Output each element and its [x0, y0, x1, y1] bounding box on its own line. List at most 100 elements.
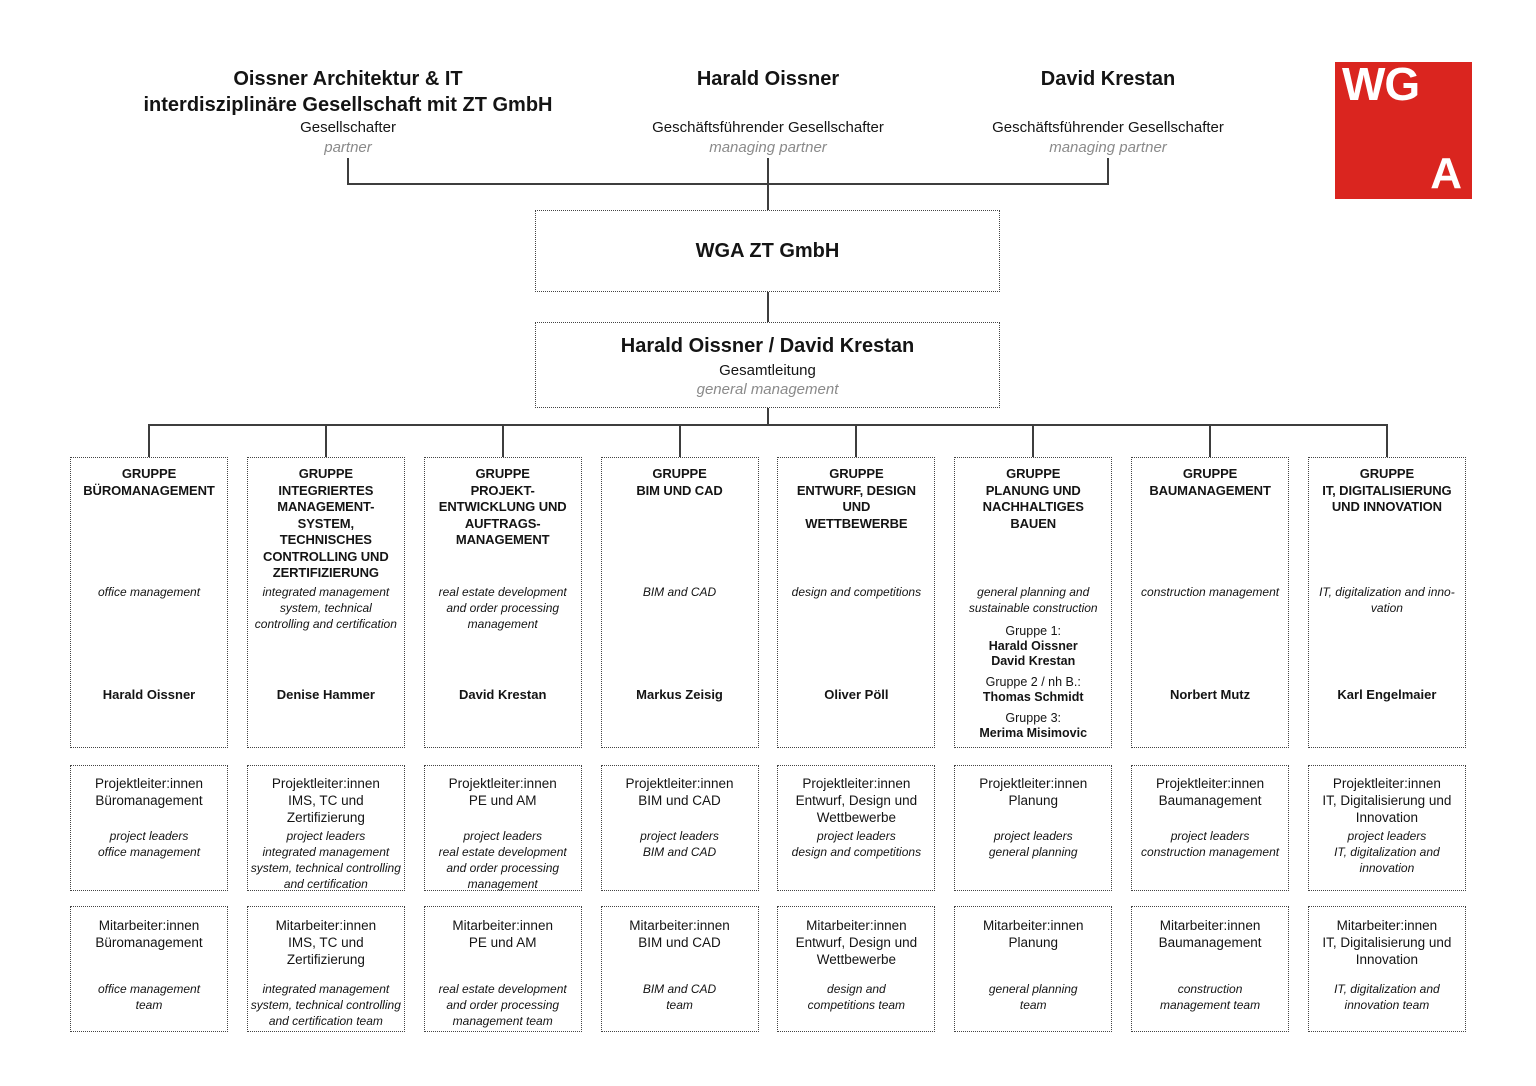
team-box-4: Mitarbeiter:innen BIM und CAD BIM and CAD… — [600, 906, 759, 1032]
group-title: GRUPPE INTEGRIERTES MANAGEMENT- SYSTEM, … — [263, 466, 389, 580]
group-box-8: GRUPPE IT, DIGITALISIERUNG UND INNOVATIO… — [1307, 457, 1466, 748]
project-leaders-box-2: Projektleiter:innen IMS, TC und Zertifiz… — [246, 765, 405, 891]
project-leaders-title: Projektleiter:innen Planung — [979, 776, 1088, 808]
team-subtitle-en: design and competitions team — [807, 982, 906, 1012]
project-leaders-subtitle-en: project leaders construction management — [1141, 829, 1280, 859]
project-leaders-subtitle-en: project leaders IT, digitalization and i… — [1334, 829, 1440, 875]
group-drop-line — [148, 424, 150, 457]
group-box-3: GRUPPE PROJEKT- ENTWICKLUNG UND AUFTRAGS… — [423, 457, 582, 748]
project-leaders-title: Projektleiter:innen Büromanagement — [94, 776, 204, 808]
subgroup-label: Gruppe 3: — [1005, 711, 1062, 725]
connector-partner-stub — [347, 158, 349, 185]
group-drop-line — [855, 424, 858, 457]
project-leaders-title: Projektleiter:innen Baumanagement — [1156, 776, 1265, 808]
group-drop-line — [324, 424, 327, 457]
group-drop-line — [501, 424, 504, 457]
group-title: GRUPPE PLANUNG UND NACHHALTIGES BAUEN — [982, 466, 1084, 531]
managing-partner-1-name: Harald Oissner — [696, 68, 840, 90]
subgroup-leaders: Merima Misimovic — [979, 726, 1088, 740]
team-subtitle-en: construction management team — [1160, 982, 1261, 1012]
team-title: Mitarbeiter:innen IT, Digitalisierung un… — [1322, 918, 1452, 967]
partner-entity: Oissner Architektur & IT interdisziplinä… — [98, 66, 598, 166]
group-subtitle-en: IT, digitalization and inno- vation — [1319, 585, 1455, 615]
connector-management-to-bus — [767, 408, 769, 426]
management-names: Harald Oissner / David Krestan — [620, 335, 915, 357]
project-leaders-box-1: Projektleiter:innen Büromanagement projec… — [70, 765, 228, 891]
connector-company-to-management — [767, 292, 769, 322]
group-leader-name: Karl Engelmaier — [1337, 687, 1437, 702]
connector-david-stub — [1107, 158, 1109, 185]
subgroup-leaders: Harald Oissner David Krestan — [988, 639, 1078, 668]
managing-partner-entity-2: David Krestan Geschäftsführender Gesells… — [908, 66, 1308, 166]
project-leaders-title: Projektleiter:innen PE und AM — [448, 776, 557, 808]
group-subtitle-en: office management — [97, 585, 201, 599]
project-leaders-box-6: Projektleiter:innen Planung project leade… — [954, 765, 1113, 891]
team-title: Mitarbeiter:innen IMS, TC und Zertifizie… — [275, 918, 377, 967]
managing-partner-1-role-en: managing partner — [709, 139, 827, 156]
project-leaders-title: Projektleiter:innen IT, Digitalisierung … — [1322, 776, 1452, 825]
teams-row: Mitarbeiter:innen Büromanagement office m… — [70, 906, 1466, 1032]
project-leaders-subtitle-en: project leaders office management — [97, 829, 201, 859]
group-title: GRUPPE ENTWURF, DESIGN UND WETTBEWERBE — [796, 466, 916, 531]
subgroup-label: Gruppe 1: — [1005, 624, 1062, 638]
team-box-8: Mitarbeiter:innen IT, Digitalisierung un… — [1307, 906, 1466, 1032]
group-box-2: GRUPPE INTEGRIERTES MANAGEMENT- SYSTEM, … — [246, 457, 405, 748]
project-leaders-box-5: Projektleiter:innen Entwurf, Design und … — [777, 765, 936, 891]
group-drop-line — [1386, 424, 1388, 457]
group-drop-line — [1209, 424, 1212, 457]
team-title: Mitarbeiter:innen BIM und CAD — [629, 918, 730, 950]
group-leader-name: David Krestan — [458, 687, 547, 702]
team-subtitle-en: integrated management system, technical … — [250, 982, 401, 1028]
management-role-de: Gesamtleitung — [719, 362, 816, 379]
management-role-en: general management — [696, 381, 839, 398]
team-box-2: Mitarbeiter:innen IMS, TC und Zertifizie… — [246, 906, 405, 1032]
group-drop-line — [678, 424, 681, 457]
group-title: GRUPPE PROJEKT- ENTWICKLUNG UND AUFTRAGS… — [438, 466, 567, 547]
team-subtitle-en: BIM and CAD team — [642, 982, 717, 1012]
company-box: WGA ZT GmbH — [535, 210, 1000, 292]
group-leader-name: Denise Hammer — [276, 687, 375, 702]
group-subtitle-en: integrated management system, technical … — [254, 585, 397, 631]
group-leader-name: Oliver Pöll — [824, 687, 889, 702]
project-leaders-title: Projektleiter:innen IMS, TC und Zertifiz… — [271, 776, 380, 825]
managing-partner-2-role-de: Geschäftsführender Gesellschafter — [992, 119, 1224, 136]
partner-entity-title: Oissner Architektur & IT interdisziplinä… — [143, 68, 553, 116]
project-leaders-box-8: Projektleiter:innen IT, Digitalisierung … — [1307, 765, 1466, 891]
group-subtitle-en: construction management — [1141, 585, 1280, 599]
project-leaders-subtitle-en: project leaders design and competitions — [791, 829, 922, 859]
managing-partner-entity-1: Harald Oissner Geschäftsführender Gesell… — [568, 66, 968, 166]
subgroup-3: Gruppe 3:Merima Misimovic — [956, 711, 1110, 741]
team-subtitle-en: general planning team — [988, 982, 1078, 1012]
group-title: GRUPPE BÜROMANAGEMENT — [83, 466, 215, 498]
group-leader-name: Norbert Mutz — [1169, 687, 1251, 702]
management-box: Harald Oissner / David Krestan Gesamtlei… — [535, 322, 1000, 408]
group-title: GRUPPE IT, DIGITALISIERUNG UND INNOVATIO… — [1322, 466, 1452, 514]
project-leaders-subtitle-en: project leaders BIM and CAD — [640, 829, 719, 859]
project-leaders-subtitle-en: project leaders general planning — [988, 829, 1078, 859]
subgroup-2: Gruppe 2 / nh B.:Thomas Schmidt — [956, 675, 1110, 705]
group-drop-line — [1032, 424, 1035, 457]
partner-entity-role-en: partner — [324, 139, 372, 156]
wga-logo-a-text: A — [1430, 148, 1462, 198]
team-box-1: Mitarbeiter:innen Büromanagement office m… — [70, 906, 228, 1032]
project-leaders-box-3: Projektleiter:innen PE und AM project lea… — [423, 765, 582, 891]
managing-partner-1-role-de: Geschäftsführender Gesellschafter — [652, 119, 884, 136]
team-title: Mitarbeiter:innen Büromanagement — [95, 918, 203, 950]
connector-top-bus — [347, 183, 1109, 185]
project-leaders-box-7: Projektleiter:innen Baumanagement project… — [1131, 765, 1290, 891]
team-subtitle-en: office management team — [97, 982, 201, 1012]
subgroup-label: Gruppe 2 / nh B.: — [985, 675, 1081, 689]
managing-partner-2-role-en: managing partner — [1049, 139, 1167, 156]
group-subtitle-en: real estate development and order proces… — [438, 585, 567, 631]
partner-entity-role-de: Gesellschafter — [300, 119, 396, 136]
project-leaders-subtitle-en: project leaders real estate development … — [438, 829, 567, 891]
managing-partner-2-name: David Krestan — [1040, 68, 1176, 90]
company-title: WGA ZT GmbH — [695, 239, 840, 262]
